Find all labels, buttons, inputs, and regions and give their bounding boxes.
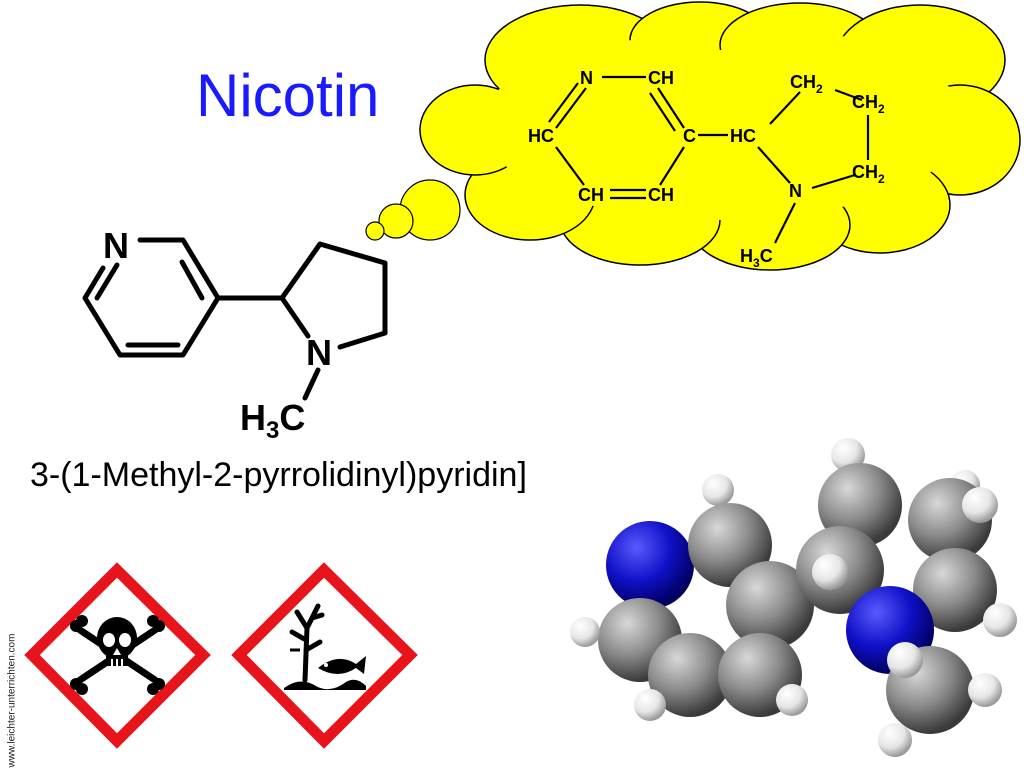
condensed-formula-labels: N CH HC C HC CH CH CH2 CH2 CH2 N H3C — [528, 68, 885, 270]
label-ring-nitrogen: N — [103, 225, 129, 266]
label-ch2-a: CH2 — [790, 72, 823, 96]
label-hc-pyrrolidine: HC — [730, 126, 756, 146]
hazard-pictogram-environment — [231, 562, 418, 749]
atom-hydrogen — [887, 642, 923, 678]
atom-carbon — [818, 463, 902, 547]
atom-hydrogen — [702, 474, 734, 506]
label-ch2-b: CH2 — [852, 92, 885, 116]
atom-hydrogen — [776, 684, 808, 716]
atom-hydrogen — [983, 603, 1017, 637]
skeletal-formula — [82, 237, 388, 401]
skeletal-formula-labels: N N H3C — [103, 225, 332, 444]
atom-nitrogen — [606, 521, 694, 609]
dead-tree-and-fish-icon — [284, 603, 366, 690]
label-pyrrolidine-nitrogen: N — [306, 332, 332, 373]
label-c-center: C — [683, 126, 696, 146]
atom-hydrogen — [968, 673, 1002, 707]
thought-bubble — [365, 1, 1021, 271]
atom-hydrogen — [878, 723, 912, 757]
label-methyl-group: H3C — [240, 397, 305, 444]
label-n-top: N — [580, 68, 593, 88]
label-hc-left: HC — [528, 126, 554, 146]
space-filling-model — [570, 438, 1017, 757]
atom-carbon — [726, 561, 814, 649]
atom-carbon — [913, 548, 997, 632]
atom-carbon — [648, 633, 732, 717]
hazard-pictogram-toxic — [24, 562, 211, 749]
skull-and-crossbones-icon — [70, 615, 165, 695]
iupac-name: 3-(1-Methyl-2-pyrrolidinyl)pyridin] — [30, 456, 527, 494]
label-ch2-c: CH2 — [852, 162, 885, 186]
atom-hydrogen — [570, 617, 600, 647]
atom-hydrogen — [634, 689, 666, 721]
label-methyl-bubble: H3C — [740, 246, 773, 270]
label-ch-bottom-left: CH — [578, 185, 604, 205]
label-n-pyrrolidine: N — [789, 181, 802, 201]
atom-hydrogen — [812, 554, 848, 590]
bubble-circle-small — [365, 221, 385, 241]
label-ch-top: CH — [648, 68, 674, 88]
watermark-url: www.leichter-unterrichten.com — [6, 633, 18, 768]
bubble-circle-medium — [378, 203, 414, 239]
page-title: Nicotin — [196, 62, 380, 129]
condensed-formula — [548, 75, 870, 244]
atom-hydrogen — [962, 487, 998, 523]
label-ch-bottom-right: CH — [648, 185, 674, 205]
